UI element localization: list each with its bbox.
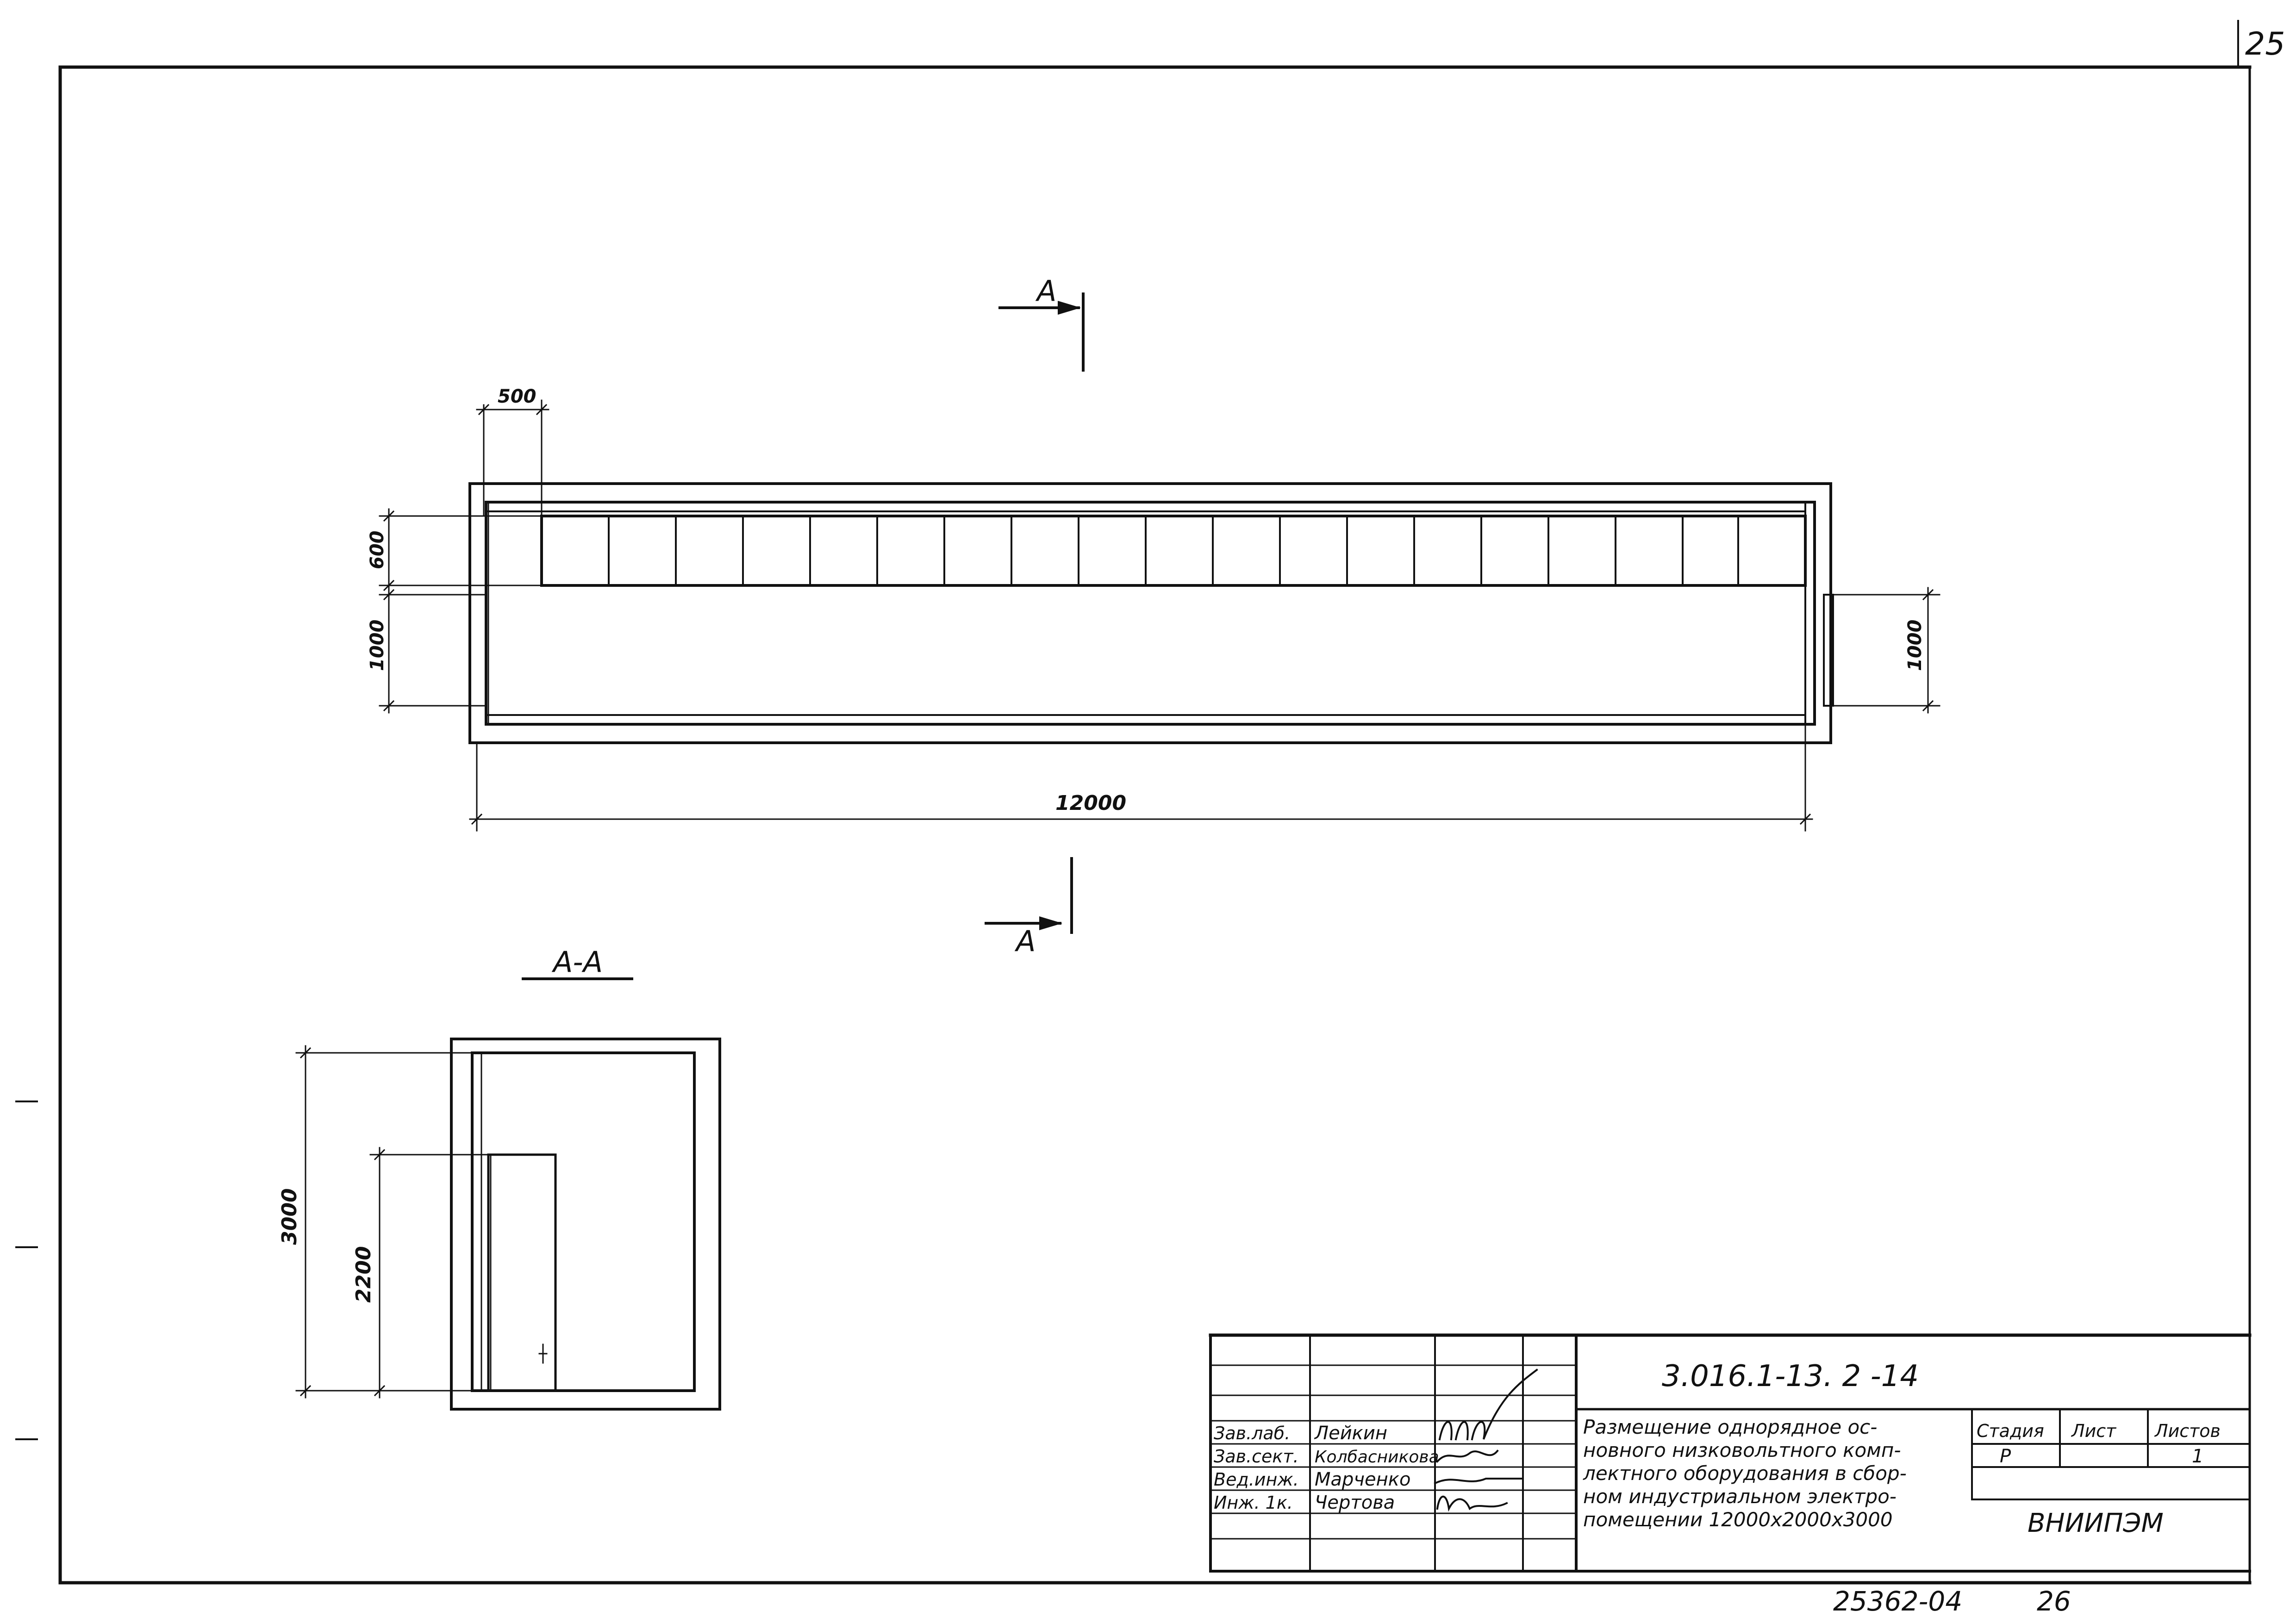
dim-aisle-right xyxy=(1830,587,1940,714)
room-outer-wall xyxy=(468,482,1832,744)
organization-name: ВНИИПЭМ xyxy=(2028,1508,2164,1538)
staff-name-1: Лейкин xyxy=(1314,1423,1387,1444)
drawing-title-line-4: ном индустриальном электро- xyxy=(1583,1485,1897,1508)
footer-archive-number: 25362-04 xyxy=(1833,1586,1962,1617)
section-inner-wall xyxy=(471,1051,696,1392)
staff-role-3: Вед.инж. xyxy=(1214,1469,1299,1490)
staff-role-2: Зав.сект. xyxy=(1214,1446,1299,1467)
drawing-designation: 3.016.1-13. 2 -14 xyxy=(1662,1359,1919,1393)
staff-name-3: Марченко xyxy=(1315,1469,1410,1490)
dim-length-label: 12000 xyxy=(1055,791,1126,815)
dim-cabinet-depth xyxy=(379,508,543,593)
stage-header: Стадия xyxy=(1977,1421,2044,1441)
stage-value: Р xyxy=(2000,1446,2011,1467)
drawing-title-line-3: лектного оборудования в сбор- xyxy=(1583,1462,1907,1485)
section-marker-bottom xyxy=(985,857,1073,934)
dim-section-height-label: 3000 xyxy=(278,1188,301,1245)
section-marker-top xyxy=(998,292,1085,372)
section-title: А-А xyxy=(551,945,603,979)
dim-cabinet-depth-label: 600 xyxy=(367,531,388,570)
staff-role-1: Зав.лаб. xyxy=(1214,1423,1290,1443)
dim-module-label: 500 xyxy=(498,386,537,407)
dim-aisle-left xyxy=(379,587,487,714)
sheet-frame xyxy=(15,20,2252,1585)
section-cabinet xyxy=(487,1153,557,1392)
section-outer-wall xyxy=(450,1038,721,1411)
footer-page-number: 26 xyxy=(2037,1586,2071,1617)
drawing-title-line-2: новного низковольтного комп- xyxy=(1583,1439,1901,1461)
drawing-title-line-1: Размещение однорядное ос- xyxy=(1583,1416,1877,1438)
section-label-top: A xyxy=(1035,274,1056,308)
sheets-header: Листов xyxy=(2154,1421,2221,1441)
door-opening-right xyxy=(1823,594,1834,707)
room-inner-wall xyxy=(485,501,1816,726)
plan-view: 500 600 1000 1000 xyxy=(367,386,1940,832)
staff-name-2: Колбасникова xyxy=(1315,1448,1439,1467)
dim-aisle-right-label: 1000 xyxy=(1904,620,1926,671)
dim-section-cabinet-label: 2200 xyxy=(352,1246,375,1303)
staff-role-4: Инж. 1к. xyxy=(1214,1492,1293,1513)
corner-sheet-number: 25 xyxy=(2245,26,2285,62)
signatures xyxy=(1434,1368,1538,1512)
dim-length xyxy=(469,723,1813,832)
title-block xyxy=(1209,1333,2252,1573)
dim-module-width xyxy=(476,399,549,517)
sheet-header: Лист xyxy=(2071,1421,2117,1441)
cabinet-row xyxy=(540,515,1807,587)
sheets-value: 1 xyxy=(2192,1446,2203,1467)
drawing-title-line-5: помещении 12000х2000х3000 xyxy=(1583,1508,1893,1531)
dim-aisle-left-label: 1000 xyxy=(367,620,388,671)
section-view xyxy=(295,1038,721,1411)
staff-name-4: Чертова xyxy=(1315,1492,1395,1513)
section-label-bottom: A xyxy=(1014,924,1036,958)
